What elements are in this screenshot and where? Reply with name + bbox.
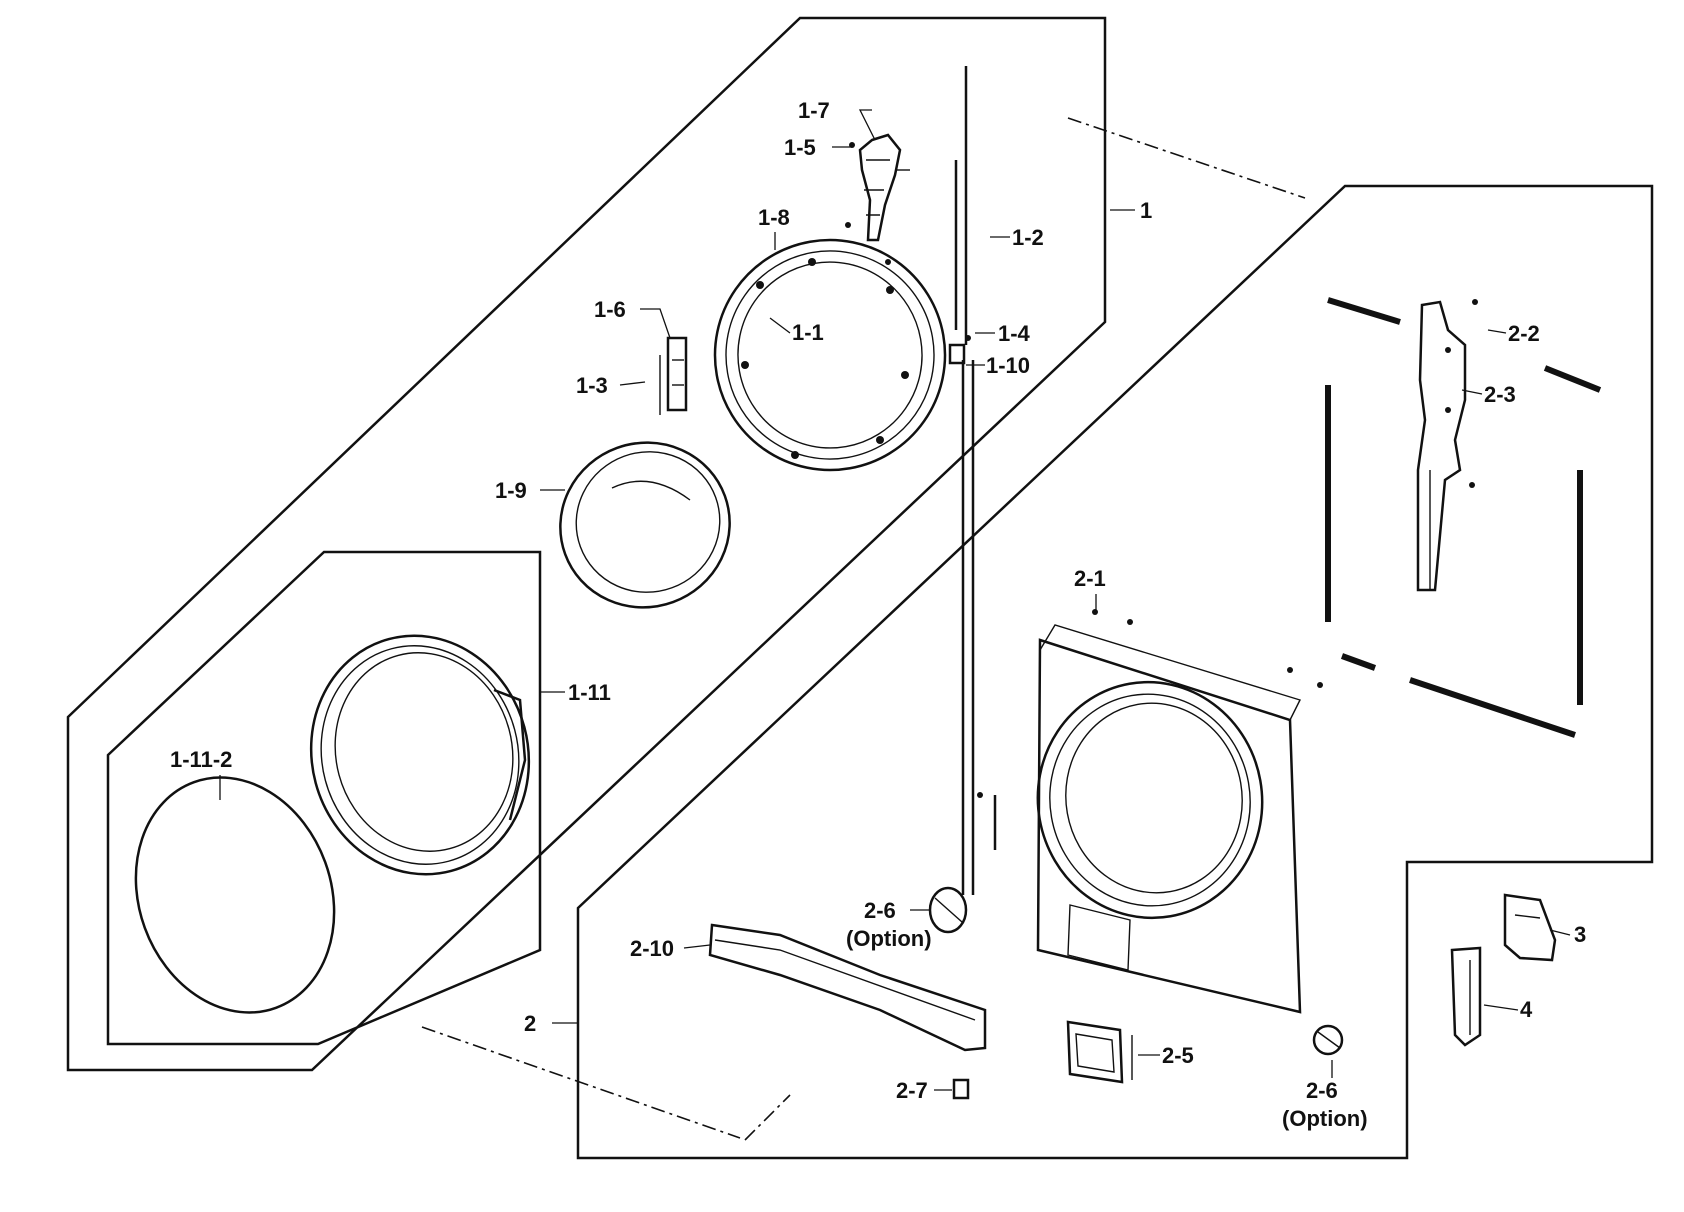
- label-1: 1: [1140, 198, 1152, 223]
- label-1-10: 1-10: [986, 353, 1030, 378]
- label-2-8-option: (Option): [846, 926, 932, 951]
- group-1-11-boundary: [106, 550, 542, 1046]
- door-cover: [309, 634, 531, 876]
- label-1-11: 1-11: [568, 680, 611, 705]
- label-1-7: 1-7: [798, 98, 830, 123]
- label-2-5: 2-5: [1162, 1043, 1194, 1068]
- label-1-3: 1-3: [576, 373, 608, 398]
- alignment-line-top: [1067, 117, 1306, 199]
- label-1-1: 1-1: [792, 320, 824, 345]
- dispenser-housing: [1066, 1020, 1133, 1084]
- part-labels: 1 1-7 1-5 1-8 1-2 1-1 1-6 1-3 1-4 1-10 1…: [170, 98, 1586, 1131]
- front-panel: [977, 609, 1323, 1014]
- label-2-2: 2-2: [1508, 321, 1540, 346]
- label-2-7: 2-7: [896, 1078, 928, 1103]
- door-hinge: [845, 133, 910, 265]
- door-frame-outer: [713, 238, 947, 472]
- bracket-4: [1450, 946, 1482, 1047]
- frame-bars: [1325, 297, 1602, 738]
- side-bracket: [1416, 299, 1478, 592]
- label-1-6: 1-6: [594, 297, 626, 322]
- group-2-boundary: [576, 184, 1654, 1160]
- hinge-clip: [948, 343, 966, 365]
- label-1-11-2: 1-11-2: [170, 747, 232, 772]
- alignment-line-bottom-tail: [744, 1094, 791, 1141]
- label-2-6: 2-6: [1306, 1078, 1338, 1103]
- option-part-left: [928, 886, 968, 934]
- label-1-9: 1-9: [495, 478, 527, 503]
- label-4: 4: [1520, 997, 1533, 1022]
- front-handle: [708, 923, 987, 1052]
- label-1-8: 1-8: [758, 205, 790, 230]
- leader-lines: [219, 109, 1571, 1091]
- door-glass: [559, 441, 731, 609]
- bracket-3: [1503, 893, 1557, 962]
- hinge-screw: [965, 335, 971, 341]
- label-1-4: 1-4: [998, 321, 1031, 346]
- label-3: 3: [1574, 922, 1586, 947]
- door-cover-glass: [134, 776, 336, 1014]
- alignment-line-bottom: [421, 1026, 741, 1139]
- label-2-1: 2-1: [1074, 566, 1106, 591]
- option-part-right: [1312, 1024, 1344, 1056]
- label-1-2: 1-2: [1012, 225, 1044, 250]
- label-2-6-option: (Option): [1282, 1106, 1368, 1131]
- small-clip: [952, 1078, 970, 1100]
- door-latch: [659, 336, 688, 415]
- label-2: 2: [524, 1011, 536, 1036]
- label-2-8: 2-6: [864, 898, 896, 923]
- group-1-boundary: [66, 16, 1107, 1072]
- label-1-5: 1-5: [784, 135, 816, 160]
- label-2-3: 2-3: [1484, 382, 1516, 407]
- label-2-10: 2-10: [630, 936, 674, 961]
